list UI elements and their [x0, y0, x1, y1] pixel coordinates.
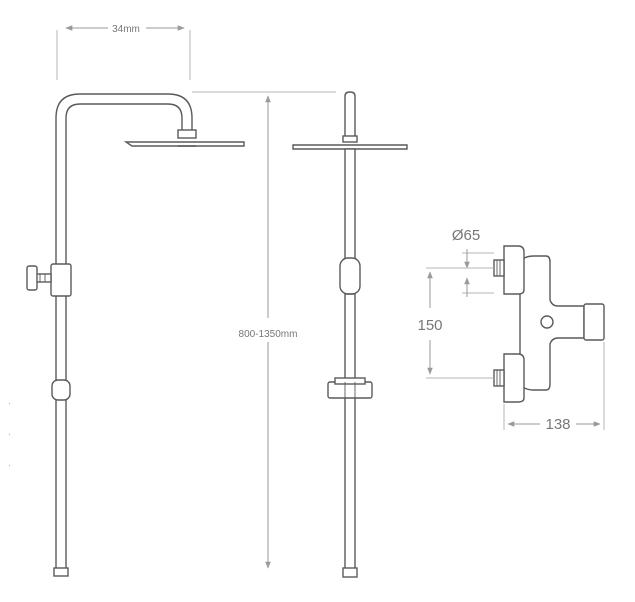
arm-connector [177, 129, 197, 139]
mixer-knob-dot [540, 315, 554, 329]
depth-label: 138 [545, 416, 570, 433]
margin-marks [8, 402, 11, 467]
hand-shower-holder [327, 377, 373, 399]
shower-head-side [123, 141, 245, 147]
arm-width-dimension: 34mm [56, 24, 191, 80]
diameter-label: Ø65 [452, 227, 480, 244]
lower-inlet [493, 353, 525, 403]
front-view: 34mm [26, 24, 245, 577]
gooseneck-arm [55, 93, 193, 575]
diverter-body [339, 257, 361, 295]
depth-dimension: 138 [503, 342, 605, 433]
riser-pipe [344, 148, 356, 570]
upper-inlet [493, 245, 525, 295]
arm-width-label: 34mm [112, 24, 140, 35]
bottom-end-cap [53, 567, 69, 577]
diameter-dimension: Ø65 [452, 227, 494, 297]
outlet-nut [583, 303, 605, 341]
inlet-spacing-label: 150 [417, 317, 442, 334]
side-view [292, 91, 408, 578]
diverter-knob [26, 263, 72, 297]
height-range-label: 800-1350mm [239, 329, 298, 340]
shower-head-front [292, 144, 408, 150]
height-dimension: 800-1350mm [192, 91, 336, 569]
slide-holder [51, 379, 71, 401]
inlet-spacing-dimension: 150 [417, 267, 494, 379]
mixer-valve: Ø65 150 138 [417, 227, 605, 433]
side-bottom-cap [342, 567, 358, 578]
